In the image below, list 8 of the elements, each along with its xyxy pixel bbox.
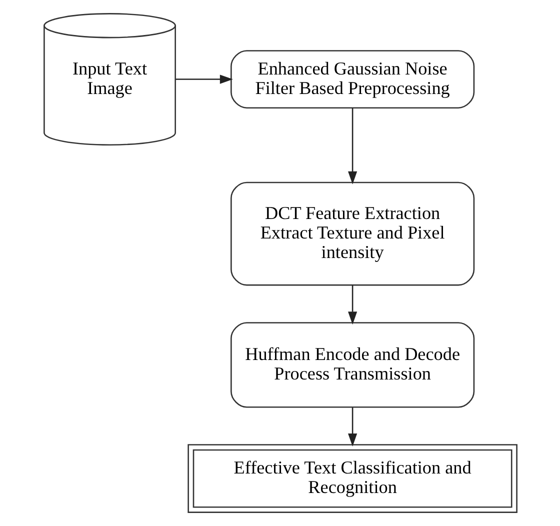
arrow bbox=[175, 74, 232, 84]
arrow bbox=[348, 408, 357, 446]
node-box: Effective Text Classification and Recognition bbox=[187, 444, 517, 513]
node-box: Huffman Encode and Decode Process Transmission bbox=[230, 322, 474, 408]
arrow bbox=[348, 108, 357, 184]
node-box: DCT Feature Extraction Extract Texture and Pixel intensity bbox=[230, 182, 474, 286]
node-box: Enhanced Gaussian Noise Filter Based Preprocessing bbox=[230, 50, 474, 108]
arrow bbox=[348, 285, 357, 325]
